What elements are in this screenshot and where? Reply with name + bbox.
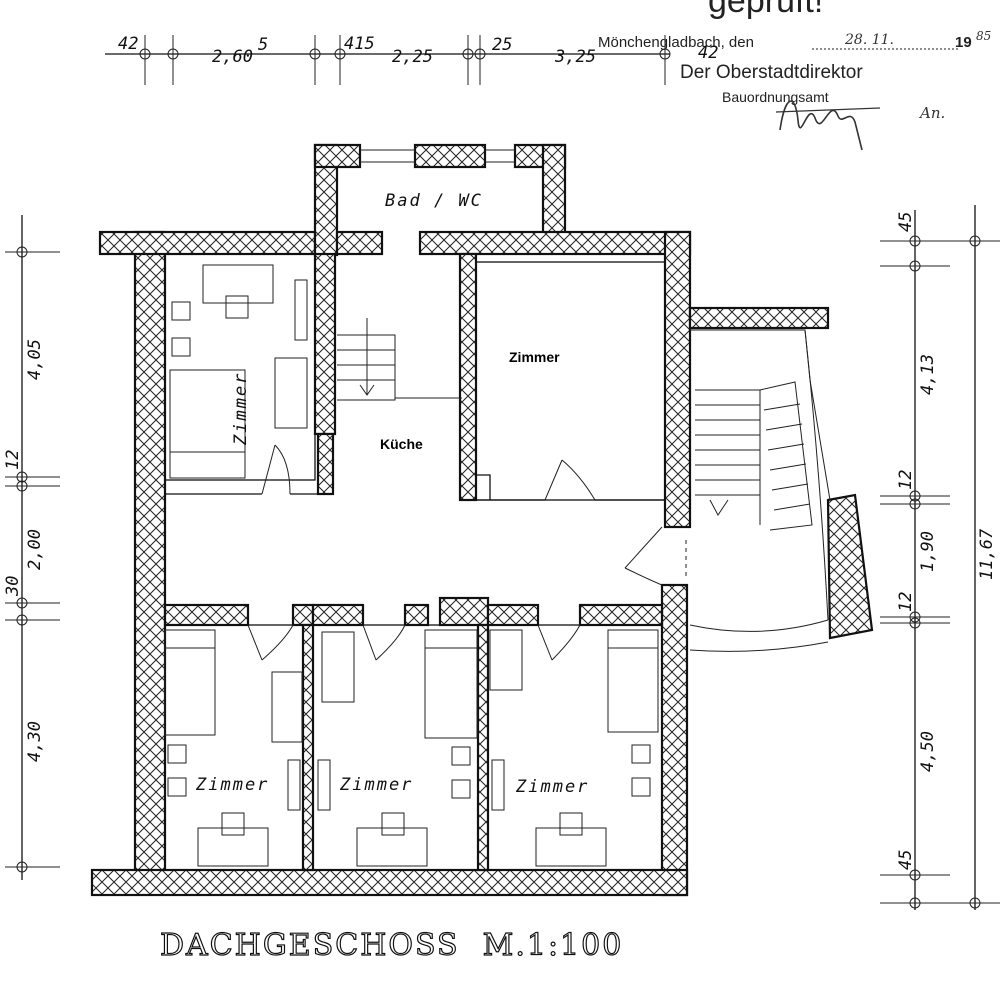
windows: [360, 149, 515, 163]
dim-top-6: 25: [492, 35, 512, 55]
left-dimension-chain: 4,05 12 2,00 30 4,30: [3, 215, 60, 880]
label-bad-wc: Bad / WC: [385, 191, 483, 211]
signature-line: [775, 107, 881, 113]
room-labels: Bad / WC Zimmer Zimmer Küche Zimmer Zimm…: [195, 191, 589, 797]
external-staircase: [688, 306, 874, 652]
signature: [779, 100, 863, 151]
dim-left-3: 2,00: [25, 529, 45, 570]
dim-left-1: 4,05: [25, 339, 45, 380]
dim-top-2: 2,60: [212, 47, 253, 67]
dim-left-4: 30: [3, 576, 23, 597]
dim-right-4: 1,90: [918, 531, 938, 572]
label-zimmer-bottom-1: Zimmer: [195, 775, 269, 795]
dim-right-2: 4,13: [918, 354, 938, 395]
approval-stamp: geprüft! Mönchengladbach, den 28. 11. 19…: [598, 0, 991, 151]
dim-top-7: 3,25: [554, 47, 596, 67]
dim-left-2: 12: [3, 450, 23, 470]
room-outlines: [164, 253, 666, 871]
initials: An.: [918, 104, 945, 122]
stamp-word: geprüft!: [708, 0, 823, 20]
dim-right-6: 4,50: [918, 731, 938, 772]
dim-left-5: 4,30: [25, 721, 45, 762]
office-department: Bauordnungsamt: [722, 89, 829, 105]
furniture: [164, 264, 659, 867]
right-dimension-chain: 45 4,13 12 1,90 12 4,50 45 11,67: [880, 205, 1000, 910]
plan-title: DACHGESCHOSS M.1:100: [160, 928, 623, 963]
handwritten-date: 28. 11.: [844, 32, 894, 48]
place-date-label: Mönchengladbach, den: [598, 34, 754, 51]
dim-top-8: 42: [698, 43, 718, 63]
exterior-walls: [90, 143, 692, 897]
dim-right-total: 11,67: [977, 528, 997, 580]
dim-right-5: 12: [896, 592, 916, 612]
label-kueche: Küche: [380, 436, 423, 452]
top-dimension-chain: 42 2,60 5 415 2,25 25 3,25 42: [105, 34, 718, 85]
dim-top-1: 42: [118, 34, 138, 54]
doors: [247, 444, 687, 661]
dim-top-4: 415: [344, 34, 375, 54]
dim-top-3: 5: [258, 35, 268, 55]
dim-top-5: 2,25: [392, 47, 433, 67]
dim-right-3: 12: [896, 470, 916, 490]
dim-right-7: 45: [896, 850, 916, 870]
label-zimmer-bottom-2: Zimmer: [339, 775, 413, 795]
label-zimmer-top-left: Zimmer: [231, 372, 251, 446]
label-zimmer-top-right: Zimmer: [509, 349, 560, 365]
label-zimmer-bottom-3: Zimmer: [515, 777, 589, 797]
dim-right-1: 45: [896, 212, 916, 232]
office-title: Der Oberstadtdirektor: [680, 62, 863, 83]
year-prefix: 19: [955, 34, 972, 51]
year-suffix: 85: [976, 29, 991, 43]
